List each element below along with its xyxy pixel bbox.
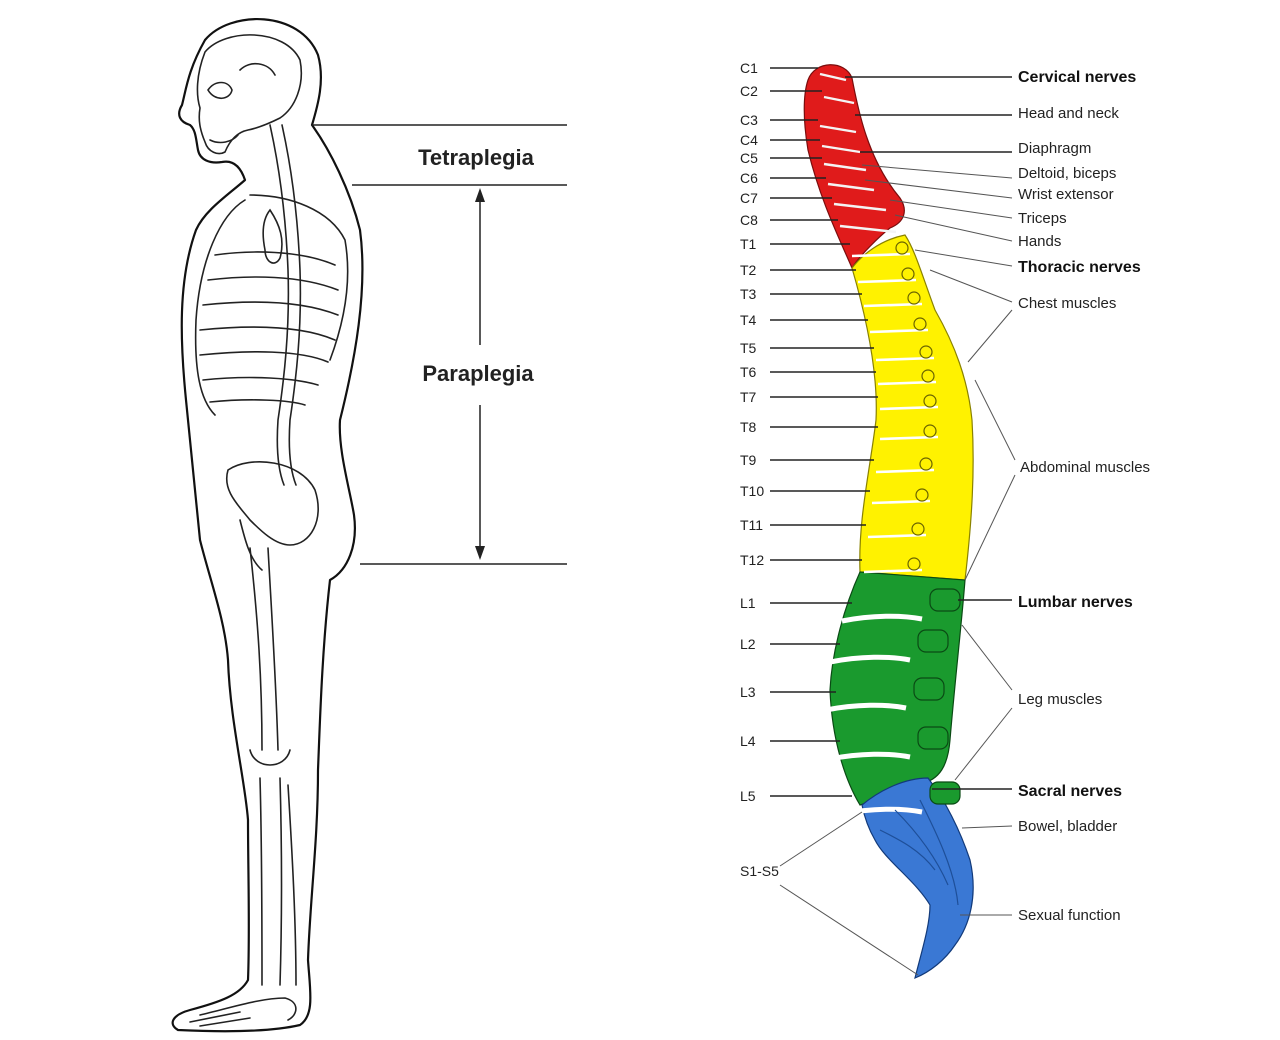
cervical-disc-5 — [827, 182, 875, 192]
abdominal-leader-mid — [974, 379, 1016, 461]
lumbar-disc-2 — [825, 702, 907, 713]
cervical-disc-1 — [823, 95, 855, 105]
cervical-disc-2 — [819, 124, 857, 134]
thoracic-facet-5 — [921, 369, 935, 383]
vertebra-labels: C1C2C3C4C5C6C7C8T1T2T3T4T5T6T7T8T9T10T11… — [740, 60, 878, 804]
thoracic-facet-9 — [915, 488, 929, 502]
diaphragm-label: Diaphragm — [1018, 140, 1091, 157]
sacral-leader-upper — [779, 811, 863, 867]
thoracic-vertebra-label-10: T11 — [740, 517, 763, 533]
lumbar-process-2 — [913, 677, 945, 701]
lumbar-vertebra-label-1: L2 — [740, 636, 756, 652]
spinal-column — [803, 64, 974, 979]
leg-muscles-label: Leg muscles — [1018, 691, 1102, 708]
thoracic-facet-10 — [911, 522, 925, 536]
thoracic-vertebra-label-7: T8 — [740, 419, 757, 435]
chest-muscles-leader — [929, 269, 1013, 303]
thoracic-vertebra-label-0: T1 — [740, 236, 757, 252]
thoracic-facet-6 — [923, 394, 937, 408]
cervical-vertebra-label-5: C6 — [740, 170, 758, 186]
cervical-nerves-label: Cervical nerves — [1018, 69, 1136, 86]
cervical-vertebra-label-0: C1 — [740, 60, 758, 76]
thoracic-nerves-leader — [914, 249, 1013, 267]
thoracic-vertebra-label-5: T6 — [740, 364, 757, 380]
thoracic-facet-4 — [919, 345, 933, 359]
triceps-label: Triceps — [1018, 210, 1067, 227]
tetraplegia-label: Tetraplegia — [418, 145, 535, 170]
sacral-vertebra-label: S1-S5 — [740, 863, 779, 879]
chest-muscles-label: Chest muscles — [1018, 295, 1116, 312]
thoracic-vertebra-label-4: T5 — [740, 340, 757, 356]
abdominal-leader-lower — [964, 474, 1016, 581]
lumbar-process-3 — [917, 726, 949, 750]
lumbar-vertebra-label-2: L3 — [740, 684, 756, 700]
leg-muscles-leader-upper — [961, 624, 1013, 691]
sacral-nerves-label: Sacral nerves — [1018, 783, 1122, 800]
cervical-vertebra-label-2: C3 — [740, 112, 758, 128]
thoracic-facet-3 — [913, 317, 927, 331]
thoracic-facet-11 — [907, 557, 921, 571]
thoracic-vertebra-label-1: T2 — [740, 262, 757, 278]
lumbar-disc-4 — [841, 806, 923, 817]
thoracic-vertebra-label-9: T10 — [740, 483, 764, 499]
abdominal-muscles-label: Abdominal muscles — [1020, 459, 1150, 476]
injury-level-brackets: Tetraplegia Paraplegia — [312, 124, 567, 565]
thoracic-vertebra-label-2: T3 — [740, 286, 757, 302]
thoracic-facet-8 — [919, 457, 933, 471]
thoracic-vertebra-label-6: T7 — [740, 389, 757, 405]
lumbar-vertebra-label-4: L5 — [740, 788, 756, 804]
leg-muscles-leader-lower — [954, 707, 1013, 781]
nerve-function-labels: Cervical nerves Head and neck Diaphragm … — [740, 69, 1150, 976]
hands-label: Hands — [1018, 233, 1061, 250]
head-neck-label: Head and neck — [1018, 105, 1119, 122]
cervical-region — [803, 64, 905, 270]
cervical-disc-0 — [819, 72, 847, 82]
cervical-vertebra-label-1: C2 — [740, 83, 758, 99]
thoracic-vertebra-label-11: T12 — [740, 552, 764, 568]
lumbar-process-1 — [917, 629, 949, 653]
cervical-vertebra-label-3: C4 — [740, 132, 758, 148]
thoracic-vertebra-label-3: T4 — [740, 312, 757, 328]
cervical-disc-6 — [833, 202, 887, 212]
human-figure-side-view — [171, 18, 364, 1033]
cervical-disc-4 — [823, 162, 867, 172]
sacrum-ridge-1 — [894, 809, 949, 886]
triceps-leader — [889, 199, 1013, 219]
cervical-disc-3 — [821, 144, 861, 154]
cervical-vertebra-label-7: C8 — [740, 212, 758, 228]
lumbar-nerves-label: Lumbar nerves — [1018, 594, 1133, 611]
bowel-bladder-leader — [961, 825, 1013, 829]
sacrum-ridge-2 — [919, 799, 959, 906]
wrist-extensor-label: Wrist extensor — [1018, 186, 1114, 203]
hands-leader — [894, 214, 1013, 242]
bowel-bladder-label: Bowel, bladder — [1018, 818, 1117, 835]
cervical-vertebra-label-6: C7 — [740, 190, 758, 206]
thoracic-facet-0 — [895, 241, 909, 255]
abdominal-leader-upper — [967, 309, 1013, 363]
lumbar-disc-0 — [841, 613, 923, 624]
thoracic-facet-2 — [907, 291, 921, 305]
wrist-extensor-leader — [864, 179, 1013, 199]
paraplegia-label: Paraplegia — [422, 361, 534, 386]
lumbar-process-0 — [929, 588, 961, 612]
deltoid-biceps-leader — [861, 164, 1013, 179]
lumbar-vertebra-label-3: L4 — [740, 733, 756, 749]
thoracic-facet-1 — [901, 267, 915, 281]
cervical-vertebra-label-4: C5 — [740, 150, 758, 166]
sexual-function-label: Sexual function — [1018, 907, 1121, 924]
arrow-down-head — [475, 546, 485, 560]
arrow-up-head — [475, 188, 485, 202]
cervical-disc-7 — [839, 224, 897, 234]
sacrum-ridge-0 — [879, 829, 936, 871]
thoracic-vertebra-label-8: T9 — [740, 452, 757, 468]
lumbar-vertebra-label-0: L1 — [740, 595, 756, 611]
deltoid-biceps-label: Deltoid, biceps — [1018, 165, 1116, 182]
lumbar-disc-1 — [829, 654, 911, 665]
sacral-leader-lower — [779, 884, 919, 976]
thoracic-facet-7 — [923, 424, 937, 438]
lumbar-process-4 — [929, 781, 961, 805]
thoracic-nerves-label: Thoracic nerves — [1018, 259, 1141, 276]
lumbar-disc-3 — [829, 751, 911, 762]
